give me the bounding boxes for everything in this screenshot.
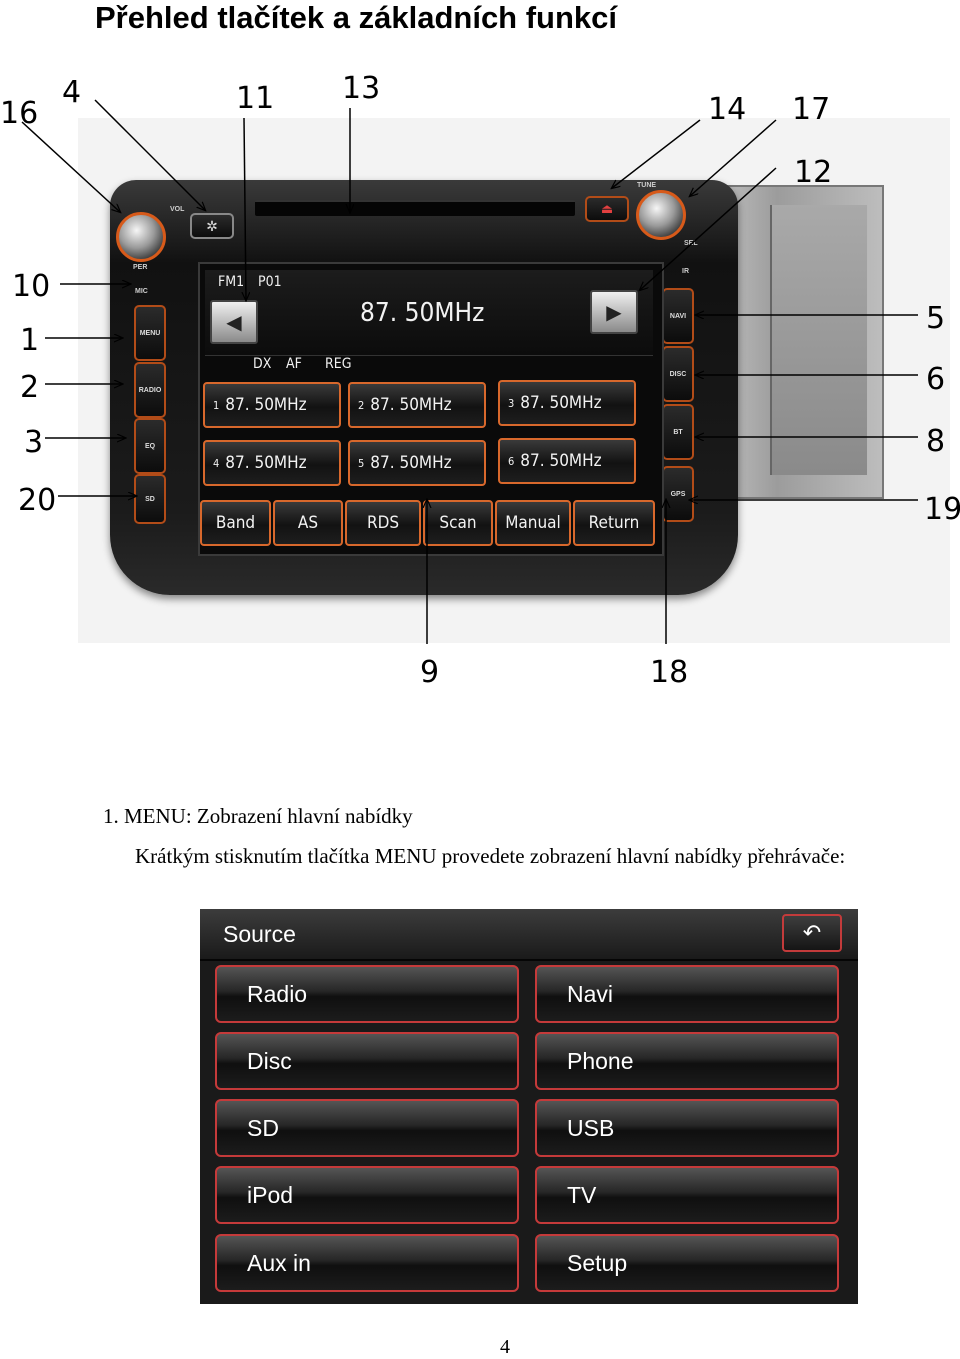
callout-9: 9 [420,655,440,690]
mic-label: MIC [135,288,148,295]
callout-14: 14 [708,92,747,127]
gps-slot[interactable]: GPS [662,466,694,522]
band-indicator: FM1 [218,274,245,290]
disc-hw-button[interactable]: DISC [662,346,694,402]
menu-ipod-button[interactable]: iPod [215,1166,519,1224]
frequency-bar [205,270,653,356]
eject-button[interactable]: ⏏ [585,196,629,222]
eject-icon: ⏏ [600,201,614,216]
manual-button[interactable]: Manual [495,500,571,546]
back-arrow-icon: ↶ [802,920,822,945]
radio-hw-button[interactable]: RADIO [134,362,166,418]
eq-hw-button[interactable]: EQ [134,418,166,474]
preset-indicator: P01 [258,274,282,290]
menu-title: Source [223,921,296,947]
menu-radio-button[interactable]: Radio [215,965,519,1023]
per-label: PER [133,264,148,271]
scan-button[interactable]: Scan [423,500,493,546]
rds-button[interactable]: RDS [345,500,421,546]
device-chassis-side [770,205,867,475]
sel-label: SEL [684,240,698,247]
volume-knob[interactable] [116,212,166,262]
callout-17: 17 [792,92,831,127]
cd-slot [255,200,575,216]
settings-button[interactable]: ✲ [190,213,234,239]
callout-13: 13 [342,71,381,106]
callout-19: 19 [924,492,960,527]
section-heading: 1. MENU: Zobrazení hlavní nabídky [103,804,413,828]
menu-navi-button[interactable]: Navi [535,965,839,1023]
menu-setup-button[interactable]: Setup [535,1234,839,1292]
frequency-display: 87. 50MHz [360,298,485,328]
callout-8: 8 [926,424,946,459]
callout-5: 5 [926,301,946,336]
band-button[interactable]: Band [200,500,271,546]
page-number: 4 [500,1336,510,1358]
af-flag: AF [286,356,302,372]
menu-phone-button[interactable]: Phone [535,1032,839,1090]
reg-flag: REG [325,356,352,372]
return-button[interactable]: Return [573,500,655,546]
left-arrow-icon: ◀ [226,311,242,334]
menu-tv-button[interactable]: TV [535,1166,839,1224]
navi-hw-button[interactable]: NAVI [662,288,694,344]
gear-icon: ✲ [206,217,218,234]
menu-hw-button[interactable]: MENU [134,305,166,361]
dx-flag: DX [253,356,272,372]
ir-label: IR [682,268,689,275]
menu-aux-in-button[interactable]: Aux in [215,1234,519,1292]
tune-label: TUNE [637,182,657,189]
tune-knob[interactable] [636,190,686,240]
back-button[interactable]: ↶ [782,914,842,952]
menu-usb-button[interactable]: USB [535,1099,839,1157]
sd-slot[interactable]: SD [134,474,166,524]
page-title: Přehled tlačítek a základních funkcí [95,0,618,35]
callout-3: 3 [24,425,44,460]
menu-disc-button[interactable]: Disc [215,1032,519,1090]
bt-hw-button[interactable]: BT [662,404,694,460]
callout-11: 11 [236,81,275,116]
menu-sd-button[interactable]: SD [215,1099,519,1157]
callout-16: 16 [0,96,39,131]
callout-10: 10 [12,269,51,304]
menu-header [200,909,858,961]
callout-4: 4 [62,75,82,110]
callout-1: 1 [20,323,40,358]
callout-20: 20 [18,483,57,518]
as-button[interactable]: AS [273,500,343,546]
section-body: Krátkým stisknutím tlačítka MENU provede… [135,844,846,868]
seek-up-button[interactable]: ▶ [590,290,638,334]
callout-2: 2 [20,370,40,405]
vol-label: VOL [170,206,185,213]
callout-18: 18 [650,655,689,690]
callout-12: 12 [794,155,833,190]
seek-down-button[interactable]: ◀ [210,300,258,344]
right-arrow-icon: ▶ [606,301,622,324]
callout-6: 6 [926,362,946,397]
